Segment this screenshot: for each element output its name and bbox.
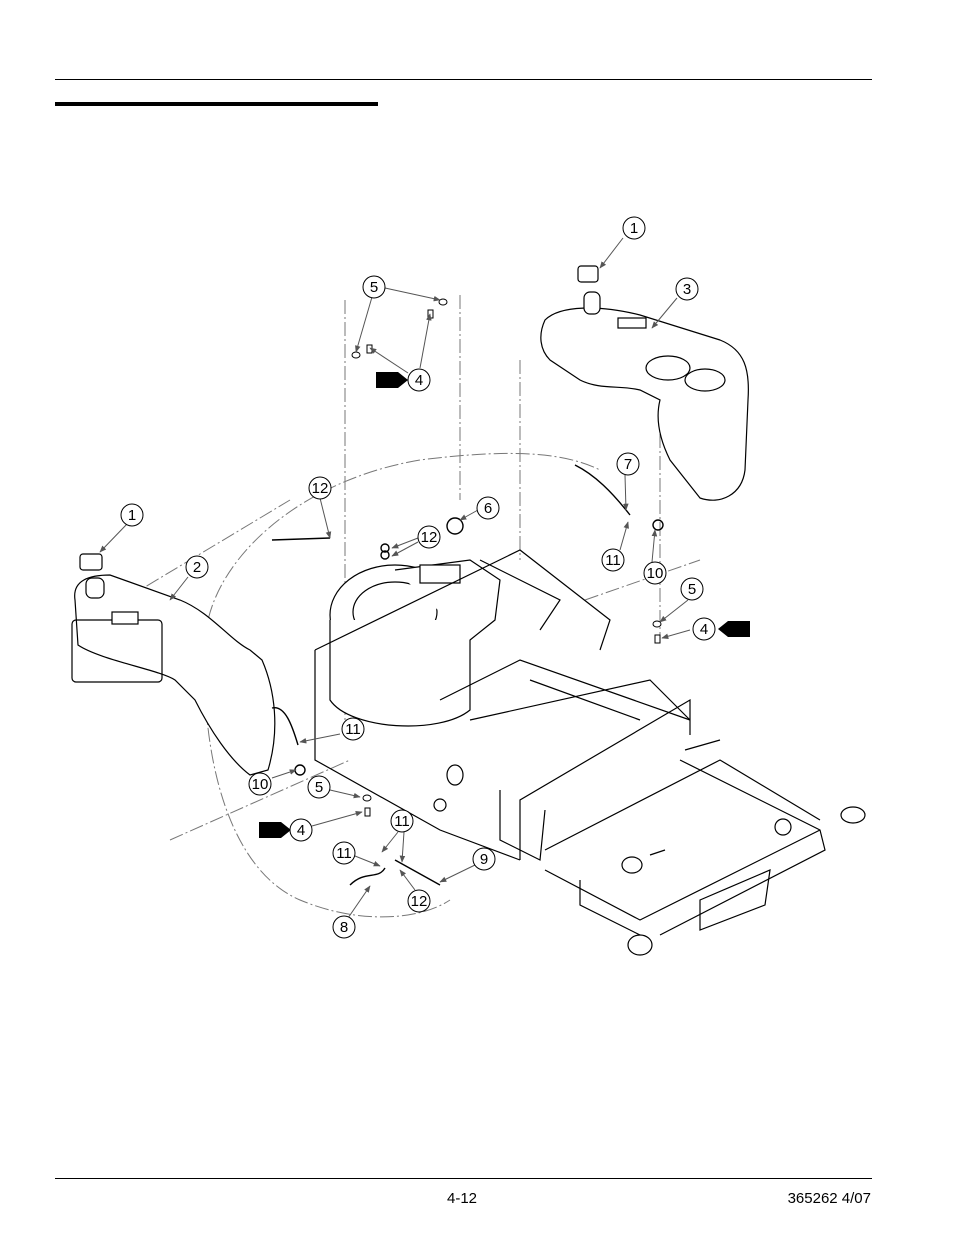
- svg-text:3: 3: [683, 281, 691, 298]
- callout-5c: 5: [307, 775, 331, 799]
- callout-8: 8: [332, 915, 356, 939]
- svg-text:12: 12: [411, 893, 428, 910]
- svg-text:5: 5: [688, 581, 696, 598]
- black-arrow-tag-2: [718, 621, 750, 637]
- leader-lines: [99, 237, 691, 919]
- right-fuel-tank: [540, 265, 749, 501]
- svg-text:1: 1: [128, 507, 136, 524]
- callout-10b: 10: [248, 772, 272, 796]
- footer-rule: [55, 1178, 872, 1179]
- svg-text:5: 5: [370, 279, 378, 296]
- callout-5b: 5: [680, 577, 704, 601]
- tractor-frame: [314, 549, 866, 956]
- svg-text:4: 4: [700, 621, 708, 638]
- svg-text:4: 4: [297, 822, 305, 839]
- callout-11b: 11: [341, 717, 365, 741]
- black-arrow-tags: [259, 372, 750, 838]
- svg-text:2: 2: [193, 559, 201, 576]
- callout-11d: 11: [332, 841, 356, 865]
- document-id: 365262 4/07: [787, 1190, 871, 1207]
- callout-4b: 4: [692, 617, 716, 641]
- svg-text:6: 6: [484, 500, 492, 517]
- svg-text:7: 7: [624, 456, 632, 473]
- left-fuel-tank: [71, 553, 276, 776]
- callout-3: 3: [675, 277, 699, 301]
- callout-4a: 4: [407, 368, 431, 392]
- callout-12b: 12: [417, 525, 441, 549]
- callout-6: 6: [476, 496, 500, 520]
- svg-text:9: 9: [480, 851, 488, 868]
- svg-text:5: 5: [315, 779, 323, 796]
- callout-4c: 4: [289, 818, 313, 842]
- page-number: 4-12: [447, 1190, 478, 1207]
- svg-text:12: 12: [421, 529, 438, 546]
- callout-12c: 12: [407, 889, 431, 913]
- svg-text:12: 12: [312, 480, 329, 497]
- svg-text:11: 11: [394, 813, 410, 830]
- callout-11a: 11: [601, 548, 625, 572]
- svg-text:1: 1: [630, 220, 638, 237]
- svg-text:11: 11: [345, 721, 361, 738]
- callout-7: 7: [616, 452, 640, 476]
- svg-text:11: 11: [605, 552, 621, 569]
- black-arrow-tag-1: [376, 372, 408, 388]
- black-arrow-tag-3: [259, 822, 291, 838]
- svg-text:8: 8: [340, 919, 348, 936]
- svg-text:11: 11: [336, 845, 352, 862]
- callout-1a: 1: [622, 216, 646, 240]
- svg-text:10: 10: [252, 776, 269, 793]
- callout-5a: 5: [362, 275, 386, 299]
- callout-1b: 1: [120, 503, 144, 527]
- engine: [329, 559, 501, 727]
- header-rule: [55, 79, 872, 80]
- svg-text:10: 10: [647, 565, 664, 582]
- callout-12a: 12: [308, 476, 332, 500]
- svg-text:4: 4: [415, 372, 423, 389]
- callouts: 1 3 5 4 7 12 6 12 1 2 11 10 5 4 11 10 5 …: [120, 216, 716, 939]
- callout-10a: 10: [643, 561, 667, 585]
- callout-2: 2: [185, 555, 209, 579]
- title-rule: [55, 102, 378, 106]
- callout-11c: 11: [390, 809, 414, 833]
- callout-9: 9: [472, 847, 496, 871]
